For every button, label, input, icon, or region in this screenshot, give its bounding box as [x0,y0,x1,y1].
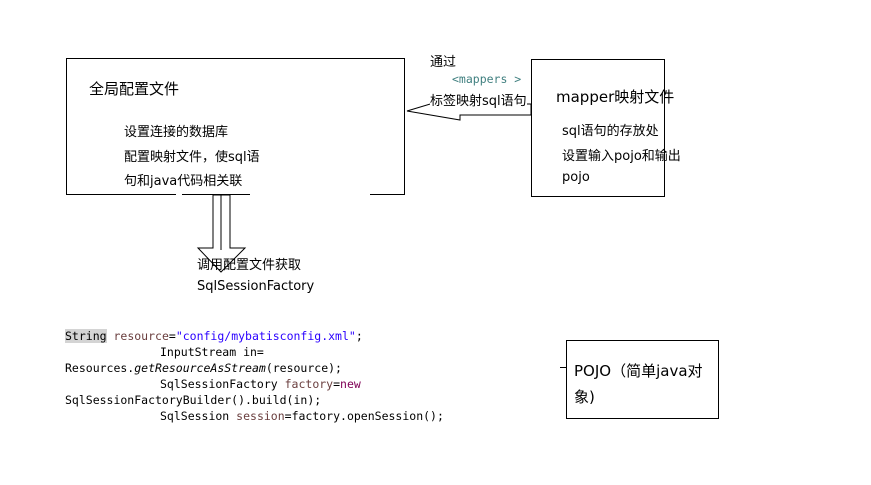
code-session-type: SqlSession [160,409,237,423]
pojo-text-2: 象) [574,388,595,406]
code-var-factory: factory [284,377,334,391]
global-config-title: 全局配置文件 [89,80,180,98]
code-line-5: SqlSessionFactoryBuilder().build(in); [65,392,321,408]
arrow-label-via: 通过 [430,55,457,70]
code-open-session: =factory.openSession(); [284,409,444,423]
global-config-line-2: 配置映射文件，使sql语 [124,150,260,165]
code-var-session: session [236,409,285,423]
code-line-4: SqlSessionFactory factory=new [160,376,361,392]
code-string-path: "config/mybatisconfig.xml" [175,329,356,343]
pojo-text-1: POJO（简单java对 [574,362,703,380]
code-var-resource: resource [113,329,169,343]
code-eq: = [168,329,176,343]
code-inputstream: InputStream in= [160,345,264,359]
code-builder: SqlSessionFactoryBuilder().build(in); [65,393,322,407]
mapper-line-1: sql语句的存放处 [562,124,659,139]
pojo-box [566,340,719,419]
code-method: getResourceAsStream [134,361,266,375]
code-line-3: Resources.getResourceAsStream(resource); [65,360,342,376]
border-gap-left [176,193,182,197]
border-gap-right [250,193,370,197]
pojo-box-tick [560,367,566,368]
code-factory-type: SqlSessionFactory [160,377,285,391]
factory-arrow [196,194,247,273]
code-type-string: String [65,329,107,343]
factory-label-line-2: SqlSessionFactory [197,279,315,294]
code-semicolon: ; [355,329,363,343]
code-eq-2: = [333,377,341,391]
global-config-box [66,58,405,195]
code-new: new [340,377,361,391]
code-resources: Resources. [65,361,135,375]
arrow-label-tag: <mappers > [452,72,522,86]
mapper-box [531,59,665,197]
code-line-6: SqlSession session=factory.openSession()… [160,408,444,424]
code-line-1: String resource="config/mybatisconfig.xm… [65,328,363,344]
global-config-line-1: 设置连接的数据库 [124,125,229,140]
mapper-line-2: 设置输入pojo和输出 [562,149,681,164]
arrow-label-desc: 标签映射sql语句 [430,90,527,109]
global-config-line-3: 句和java代码相关联 [124,174,243,189]
mapper-title: mapper映射文件 [556,88,675,106]
factory-label-line-1: 调用配置文件获取 [197,258,302,273]
mapper-line-3: pojo [562,170,590,185]
code-args: (resource); [265,361,342,375]
code-line-2: InputStream in= [160,344,264,360]
